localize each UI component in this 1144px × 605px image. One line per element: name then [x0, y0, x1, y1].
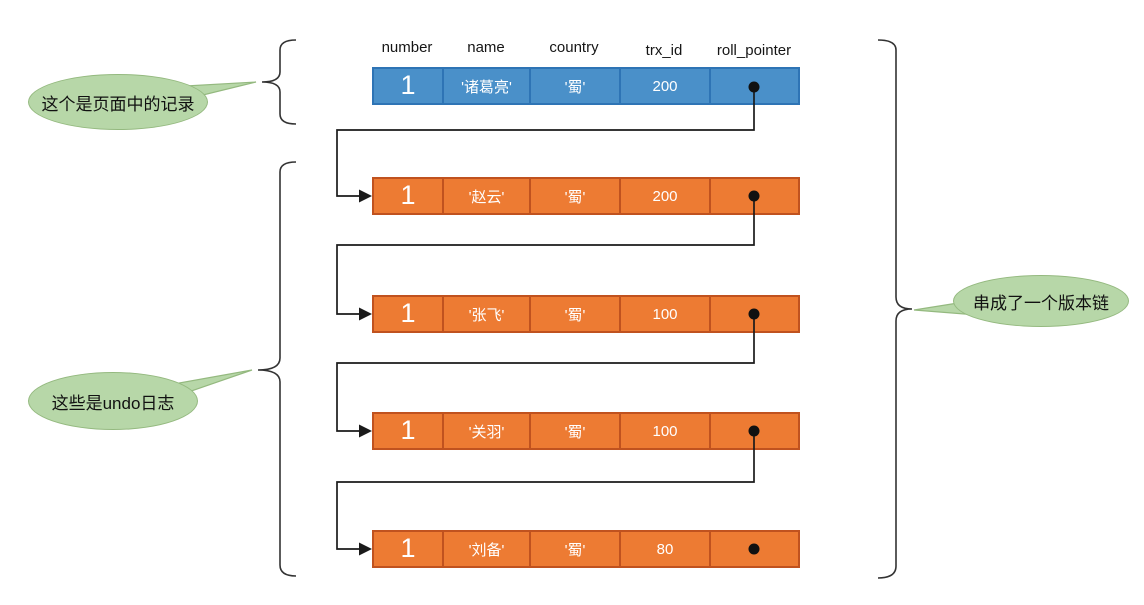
cell-number: 1 — [374, 414, 444, 448]
brace-version-chain — [877, 39, 913, 579]
callout-page-record: 这个是页面中的记录 — [28, 74, 208, 130]
cell-name: '诸葛亮' — [444, 69, 531, 103]
page-record-row: 1 '诸葛亮' '蜀' 200 — [372, 67, 800, 105]
cell-number: 1 — [374, 69, 444, 103]
cell-roll-pointer — [711, 297, 798, 331]
column-header-roll-pointer: roll_pointer — [716, 42, 792, 59]
callout-undo-logs: 这些是undo日志 — [28, 372, 198, 430]
arrowhead-undo2 — [359, 307, 372, 321]
cell-trx-id: 100 — [621, 297, 711, 331]
cell-roll-pointer — [711, 532, 798, 566]
undo-log-row-1: 1 '赵云' '蜀' 200 — [372, 177, 800, 215]
cell-trx-id: 200 — [621, 179, 711, 213]
cell-trx-id: 100 — [621, 414, 711, 448]
callout-version-chain: 串成了一个版本链 — [953, 275, 1129, 327]
cell-name: '赵云' — [444, 179, 531, 213]
cell-roll-pointer — [711, 179, 798, 213]
cell-number: 1 — [374, 179, 444, 213]
cell-trx-id: 80 — [621, 532, 711, 566]
cell-country: '蜀' — [531, 297, 621, 331]
cell-country: '蜀' — [531, 179, 621, 213]
cell-roll-pointer — [711, 414, 798, 448]
cell-country: '蜀' — [531, 532, 621, 566]
cell-number: 1 — [374, 297, 444, 331]
callout-page-record-label: 这个是页面中的记录 — [41, 94, 195, 114]
cell-name: '张飞' — [444, 297, 531, 331]
arrowhead-undo3 — [359, 424, 372, 438]
cell-number: 1 — [374, 532, 444, 566]
cell-country: '蜀' — [531, 69, 621, 103]
undo-log-row-4: 1 '刘备' '蜀' 80 — [372, 530, 800, 568]
undo-log-row-2: 1 '张飞' '蜀' 100 — [372, 295, 800, 333]
brace-undo-logs — [257, 161, 297, 577]
column-header-trx-id: trx_id — [645, 42, 683, 59]
cell-roll-pointer — [711, 69, 798, 103]
column-header-number: number — [381, 39, 433, 56]
column-header-country: country — [549, 39, 599, 56]
arrowhead-undo1 — [359, 189, 372, 203]
cell-name: '关羽' — [444, 414, 531, 448]
callout-undo-logs-label: 这些是undo日志 — [51, 393, 175, 413]
cell-name: '刘备' — [444, 532, 531, 566]
arrowhead-undo4 — [359, 542, 372, 556]
undo-log-row-3: 1 '关羽' '蜀' 100 — [372, 412, 800, 450]
column-header-name: name — [467, 39, 505, 56]
callout-version-chain-label: 串成了一个版本链 — [973, 293, 1109, 313]
brace-page-record — [261, 39, 297, 125]
cell-trx-id: 200 — [621, 69, 711, 103]
cell-country: '蜀' — [531, 414, 621, 448]
